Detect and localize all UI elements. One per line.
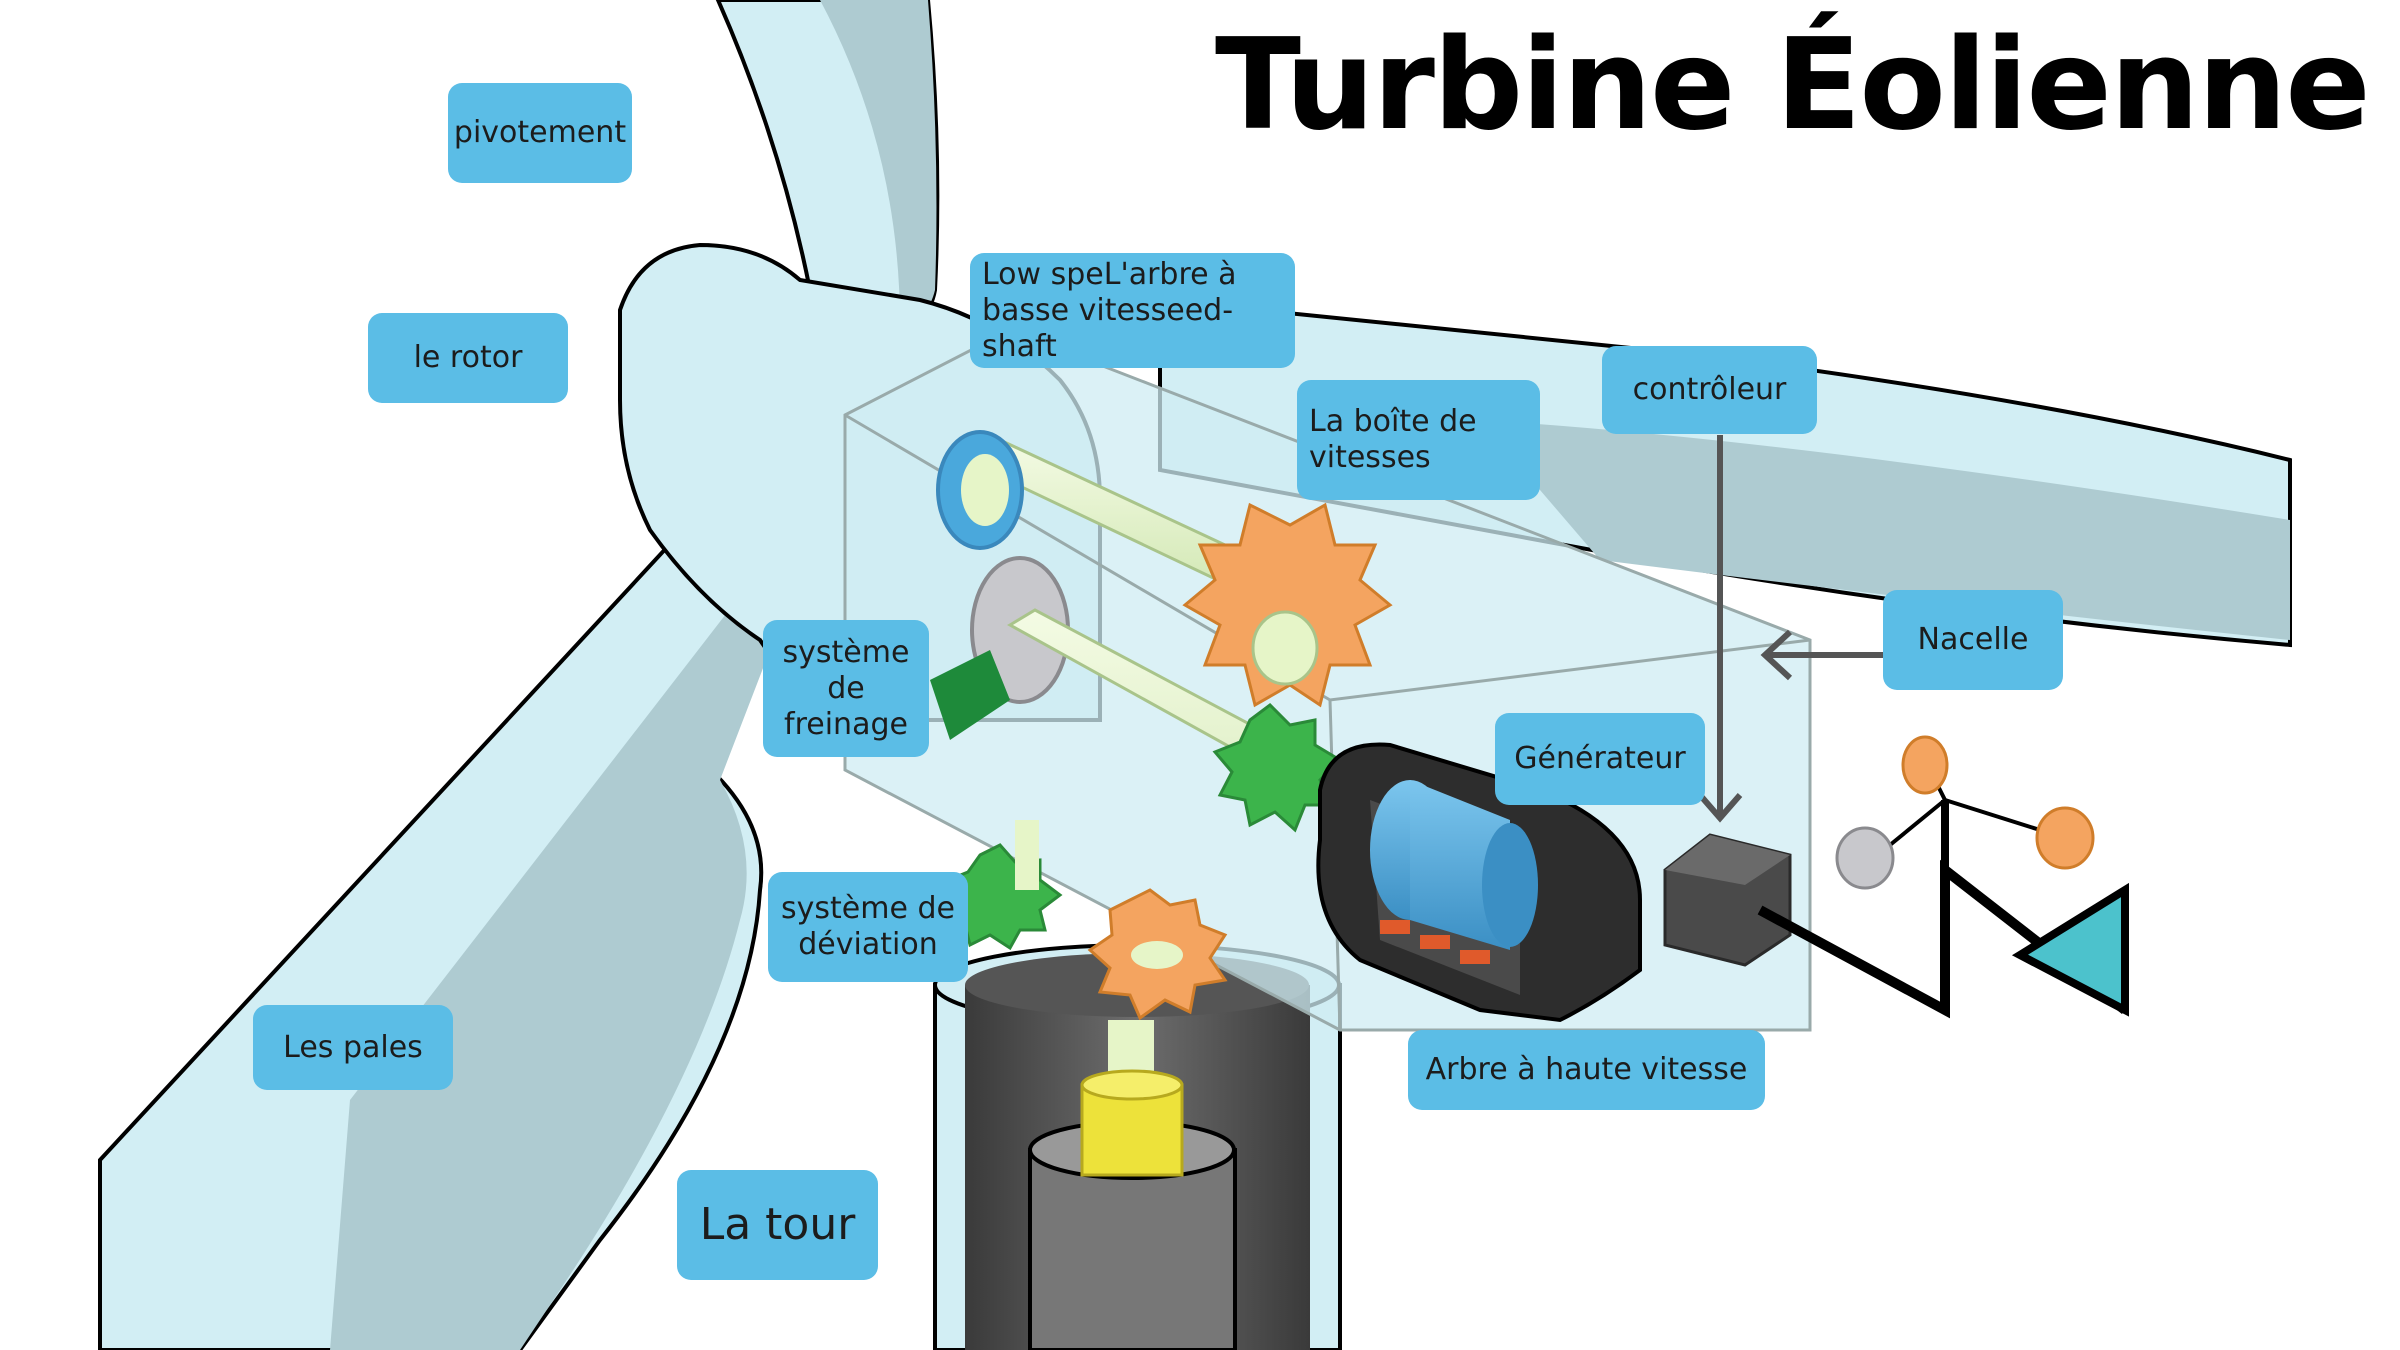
label-tower: La tour xyxy=(677,1170,878,1280)
nacelle-arrow xyxy=(1760,629,1885,681)
generator xyxy=(1316,742,1642,1023)
label-blades: Les pales xyxy=(253,1005,453,1090)
label-gearbox: La boîte de vitesses xyxy=(1297,380,1540,500)
anemometer xyxy=(1835,735,2095,1010)
yaw-gear-green xyxy=(942,820,1063,951)
label-rotor: le rotor xyxy=(368,313,568,403)
label-brake-system: système de freinage xyxy=(763,620,929,757)
label-pivotement: pivotement xyxy=(448,83,632,183)
yaw-gear xyxy=(1080,888,1228,1177)
page-title: Turbine Éolienne xyxy=(1215,11,2371,158)
label-nacelle: Nacelle xyxy=(1883,590,2063,690)
label-high-speed-shaft: Arbre à haute vitesse xyxy=(1408,1030,1765,1110)
label-controller: contrôleur xyxy=(1602,346,1817,434)
main-gear xyxy=(1182,502,1393,708)
pinion-gear xyxy=(1212,703,1343,833)
controller-arrow xyxy=(1697,435,1743,823)
left-blade xyxy=(98,483,799,1350)
label-yaw-system: système de déviation xyxy=(768,872,968,982)
controller-box xyxy=(1663,833,1792,967)
label-generator: Générateur xyxy=(1495,713,1705,805)
label-low-speed-shaft: Low speL'arbre à basse vitesseed-shaft xyxy=(970,253,1295,368)
